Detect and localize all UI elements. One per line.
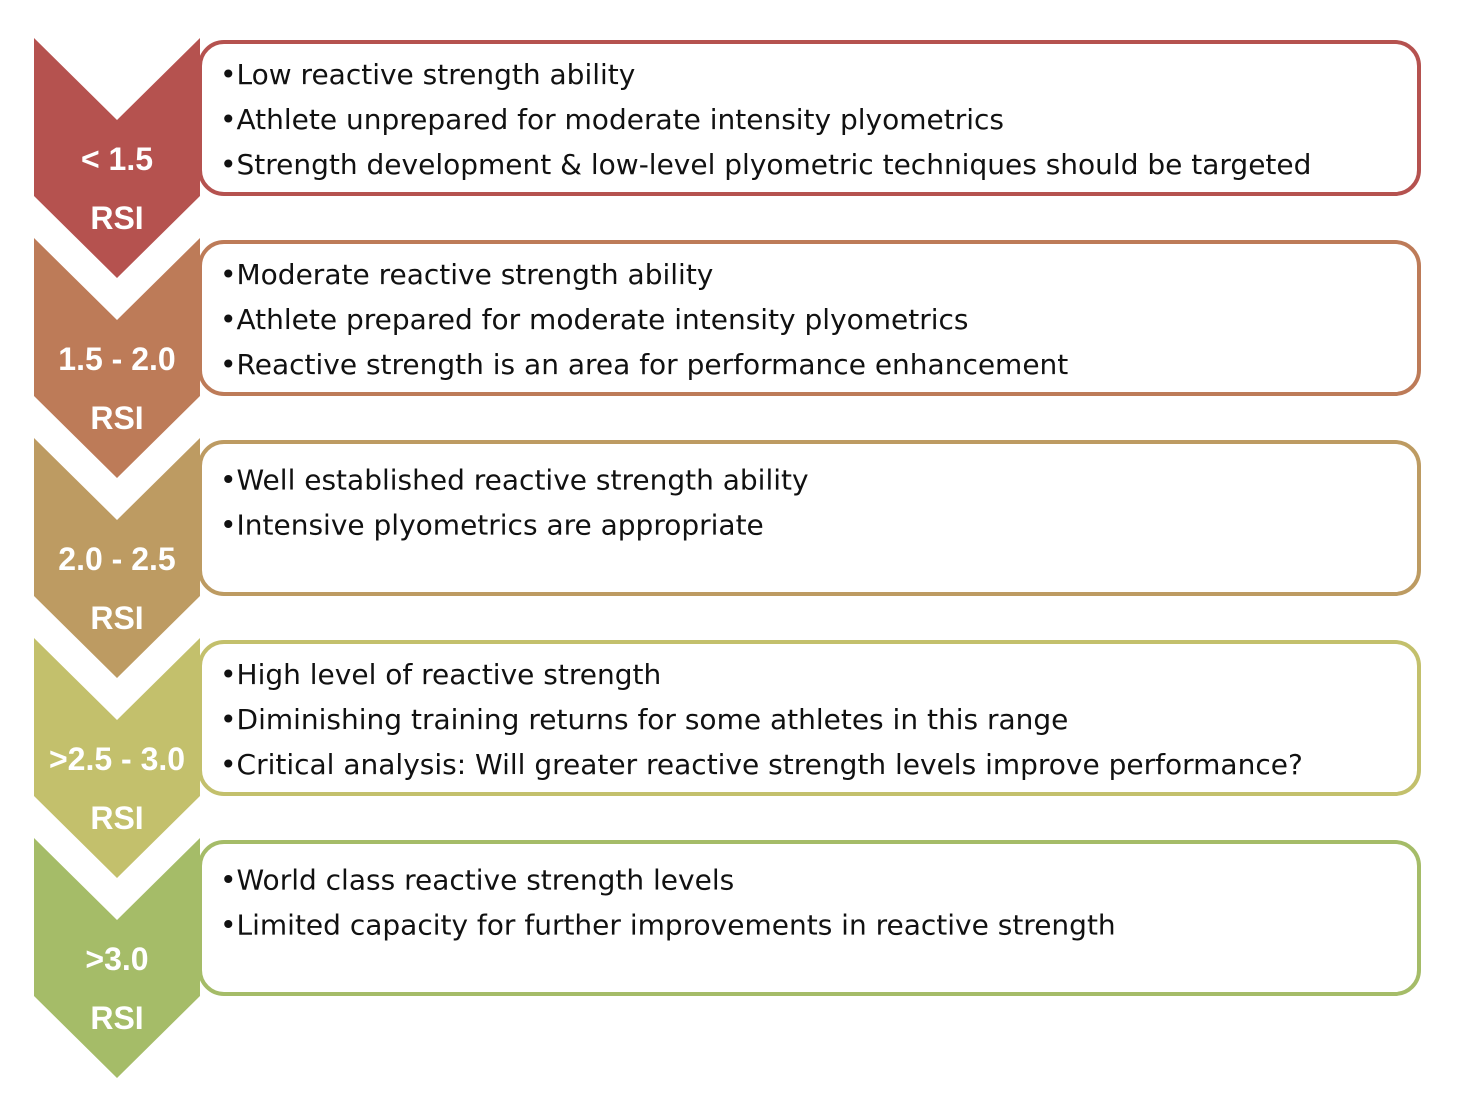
tier-range-label: >3.0 xyxy=(85,941,148,977)
tier-bullet: •Athlete unprepared for moderate intensi… xyxy=(220,103,1004,136)
tier-unit-label: RSI xyxy=(90,200,143,236)
tier-bullet: •Intensive plyometrics are appropriate xyxy=(220,509,764,542)
tier-bullet: •Low reactive strength ability xyxy=(220,58,635,91)
tier-unit-label: RSI xyxy=(90,600,143,636)
tier-chevron xyxy=(34,438,200,678)
tier-range-label: 2.0 - 2.5 xyxy=(58,541,175,577)
tier-range-label: 1.5 - 2.0 xyxy=(58,341,175,377)
tier-chevron xyxy=(34,638,200,878)
tier-bullet: •High level of reactive strength xyxy=(220,658,661,691)
tier-bullet: •Critical analysis: Will greater reactiv… xyxy=(220,748,1303,781)
tier-boxes: •Low reactive strength ability •Athlete u… xyxy=(198,40,1421,996)
tier-unit-label: RSI xyxy=(90,1000,143,1036)
tier-bullet: •World class reactive strength levels xyxy=(220,864,734,897)
tier-bullet: •Athlete prepared for moderate intensity… xyxy=(220,303,969,336)
tier-range-label: >2.5 - 3.0 xyxy=(49,741,185,777)
tier-unit-label: RSI xyxy=(90,800,143,836)
tier-unit-label: RSI xyxy=(90,400,143,436)
tier-range-label: < 1.5 xyxy=(81,141,153,177)
tier-chevron xyxy=(34,38,200,278)
tier-chevron xyxy=(34,838,200,1078)
tier-bullet: •Moderate reactive strength ability xyxy=(220,258,713,291)
tier-chevron xyxy=(34,238,200,478)
tier-bullet: •Well established reactive strength abil… xyxy=(220,464,809,497)
tier-bullet: •Strength development & low-level plyome… xyxy=(220,148,1311,181)
tier-bullet: •Limited capacity for further improvemen… xyxy=(220,909,1116,942)
tier-bullet: •Reactive strength is an area for perfor… xyxy=(220,348,1068,381)
tier-bullet: •Diminishing training returns for some a… xyxy=(220,703,1068,736)
